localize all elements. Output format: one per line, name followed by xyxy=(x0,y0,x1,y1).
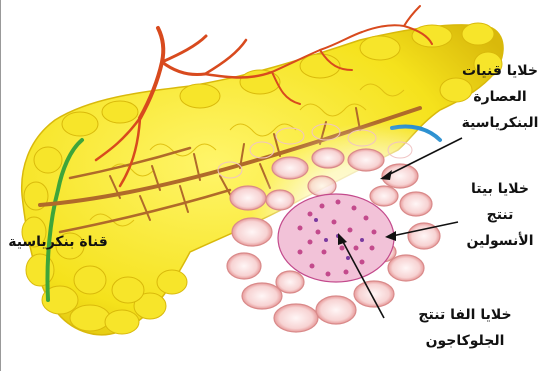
label-beta-line1: خلايا بيتا xyxy=(452,176,548,202)
label-alpha-line1: خلايا الفا تنتج xyxy=(400,302,530,328)
label-alpha-cells: خلايا الفا تنتج الجلوكاجون xyxy=(400,302,530,354)
label-acinar-line3: البنكرياسية xyxy=(452,110,548,136)
label-beta-cells: خلايا بيتا تنتج الأنسولين xyxy=(452,176,548,254)
label-alpha-line2: الجلوكاجون xyxy=(400,328,530,354)
label-pancreatic-duct: قناة بنكرياسية xyxy=(0,229,116,255)
label-duct-text: قناة بنكرياسية xyxy=(0,229,116,255)
islet-of-langerhans xyxy=(278,194,394,282)
label-acinar-line2: العصارة xyxy=(452,84,548,110)
label-beta-line2: تنتج xyxy=(452,202,548,228)
label-beta-line3: الأنسولين xyxy=(452,228,548,254)
label-acinar-line1: خلايا قنيات xyxy=(452,58,548,84)
label-acinar-cells: خلايا قنيات العصارة البنكرياسية xyxy=(452,58,548,136)
